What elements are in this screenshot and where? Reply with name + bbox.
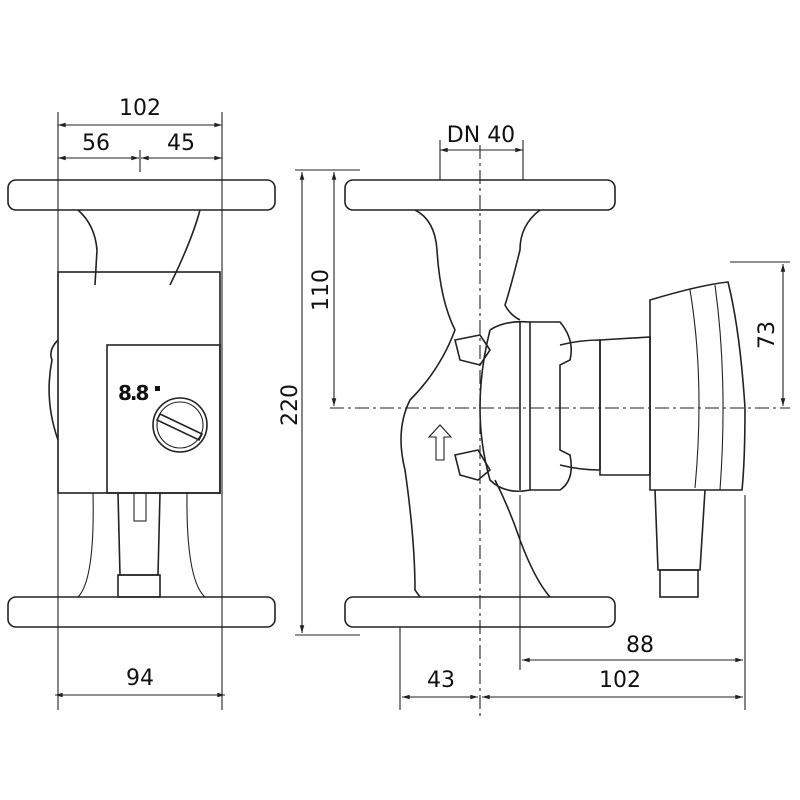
dim-bottom-94: 94	[126, 666, 154, 691]
control-panel	[106, 344, 221, 494]
top-flange	[7, 179, 276, 211]
motor-flange	[530, 321, 573, 491]
dim-half-height-110: 110	[309, 269, 334, 311]
side-bulge	[48, 339, 59, 441]
connector-plug	[117, 574, 161, 598]
dim-depth-102: 102	[599, 668, 641, 693]
dim-left-56: 56	[82, 131, 110, 156]
dim-right-45: 45	[167, 131, 195, 156]
display-readout: 8.8	[118, 381, 149, 405]
pump-body-left	[400, 209, 456, 598]
dim-width-102: 102	[119, 96, 161, 121]
connector-plug	[659, 569, 699, 598]
flow-direction-arrow-icon	[427, 424, 453, 461]
dim-offset-43: 43	[427, 668, 455, 693]
front-view: 8.8 102 56 45 94	[7, 96, 276, 710]
cable-connector	[117, 492, 161, 576]
dim-motor-73: 73	[755, 321, 780, 349]
motor-neck	[559, 339, 601, 471]
dim-dn-40: DN 40	[447, 123, 515, 148]
motor-body	[599, 336, 651, 476]
dim-height-220: 220	[278, 384, 303, 426]
cable-connector	[654, 489, 706, 571]
bottom-flange	[7, 596, 276, 628]
control-module	[649, 281, 746, 491]
pump-body-right	[494, 209, 551, 598]
dim-depth-88: 88	[626, 633, 654, 658]
pump-neck	[77, 209, 201, 286]
display-indicator-icon	[155, 386, 160, 391]
control-knob[interactable]	[152, 397, 208, 453]
side-view: DN 40 220 110 73 88 102 43	[278, 123, 790, 720]
